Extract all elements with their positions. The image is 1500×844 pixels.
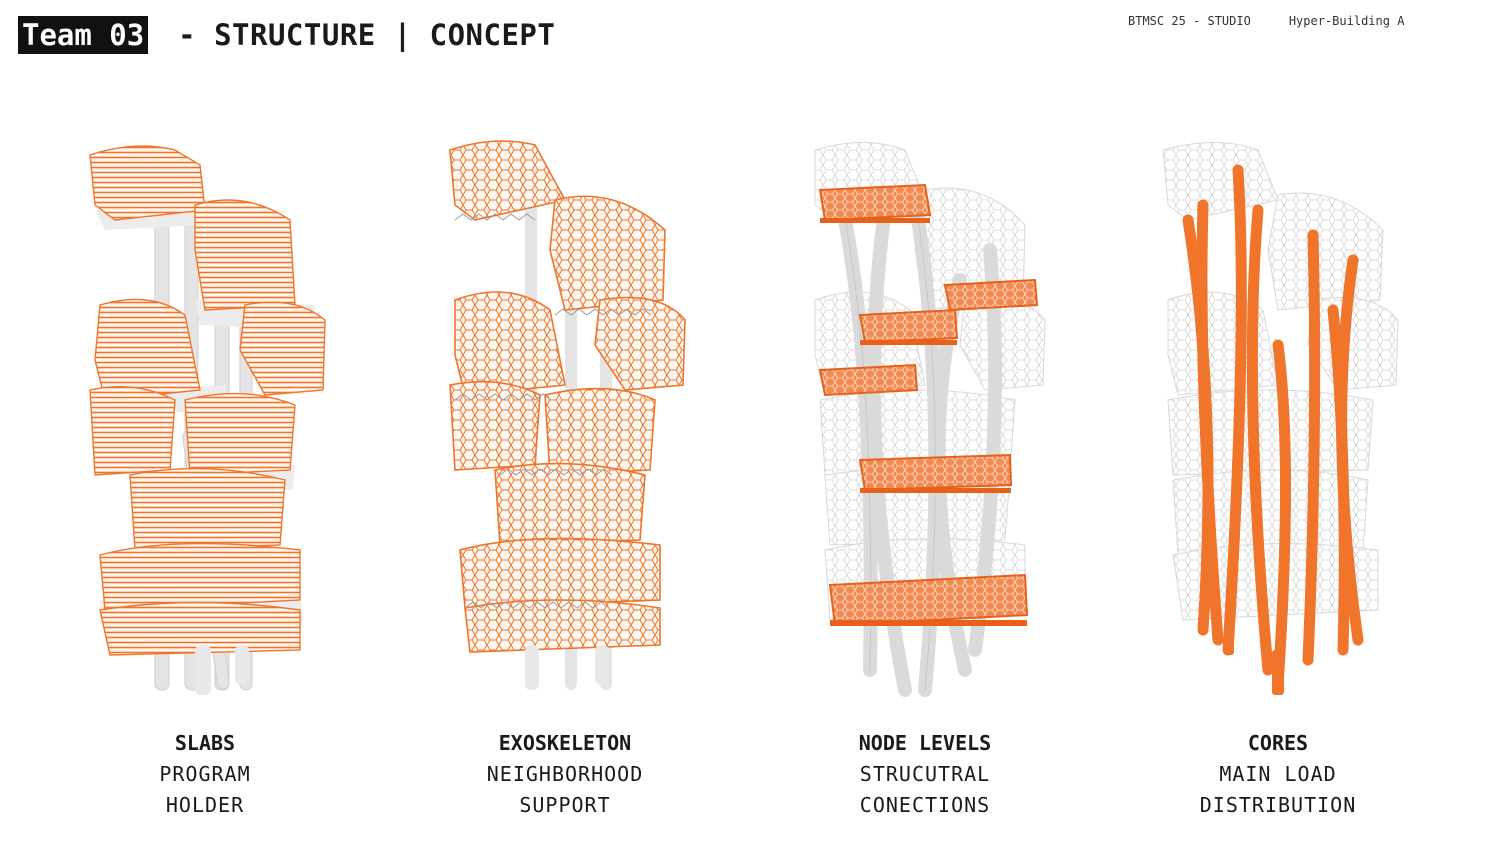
caption-heading: EXOSKELETON	[498, 731, 632, 755]
caption-line-1: NEIGHBORHOOD	[486, 762, 644, 786]
tower-cores-illustration	[1162, 142, 1399, 695]
project-label: Hyper-Building A	[1288, 14, 1405, 28]
caption-line-2: DISTRIBUTION	[1199, 793, 1357, 817]
page-title: - STRUCTURE | CONCEPT	[160, 18, 556, 52]
caption-node-levels: NODE LEVELS STRUCUTRAL CONECTIONS	[775, 728, 1075, 821]
caption-cores: CORES MAIN LOAD DISTRIBUTION	[1128, 728, 1428, 821]
caption-slabs: SLABS PROGRAM HOLDER	[55, 728, 355, 821]
caption-exoskeleton: EXOSKELETON NEIGHBORHOOD SUPPORT	[415, 728, 715, 821]
caption-line-1: STRUCUTRAL	[859, 762, 991, 786]
caption-heading: NODE LEVELS	[858, 731, 992, 755]
tower-slabs-illustration	[89, 145, 326, 695]
team-tag: Team 03	[18, 16, 149, 54]
page-header: Team 03 - STRUCTURE | CONCEPT	[18, 16, 555, 54]
caption-line-2: HOLDER	[165, 793, 245, 817]
panel-node-levels	[775, 130, 1075, 710]
panel-exoskeleton	[415, 130, 715, 710]
caption-line-2: SUPPORT	[519, 793, 611, 817]
caption-heading: CORES	[1247, 731, 1309, 755]
caption-line-2: CONECTIONS	[859, 793, 991, 817]
caption-heading: SLABS	[174, 731, 236, 755]
tower-exoskeleton-illustration	[449, 140, 686, 690]
panel-slabs	[55, 130, 355, 710]
panel-cores	[1128, 130, 1428, 710]
course-label: BTMSC 25 - STUDIO	[1128, 14, 1251, 28]
header-meta: BTMSC 25 - STUDIO Hyper-Building A	[1128, 14, 1404, 28]
caption-line-1: PROGRAM	[159, 762, 251, 786]
caption-line-1: MAIN LOAD	[1219, 762, 1337, 786]
tower-node-levels-illustration	[814, 142, 1046, 697]
